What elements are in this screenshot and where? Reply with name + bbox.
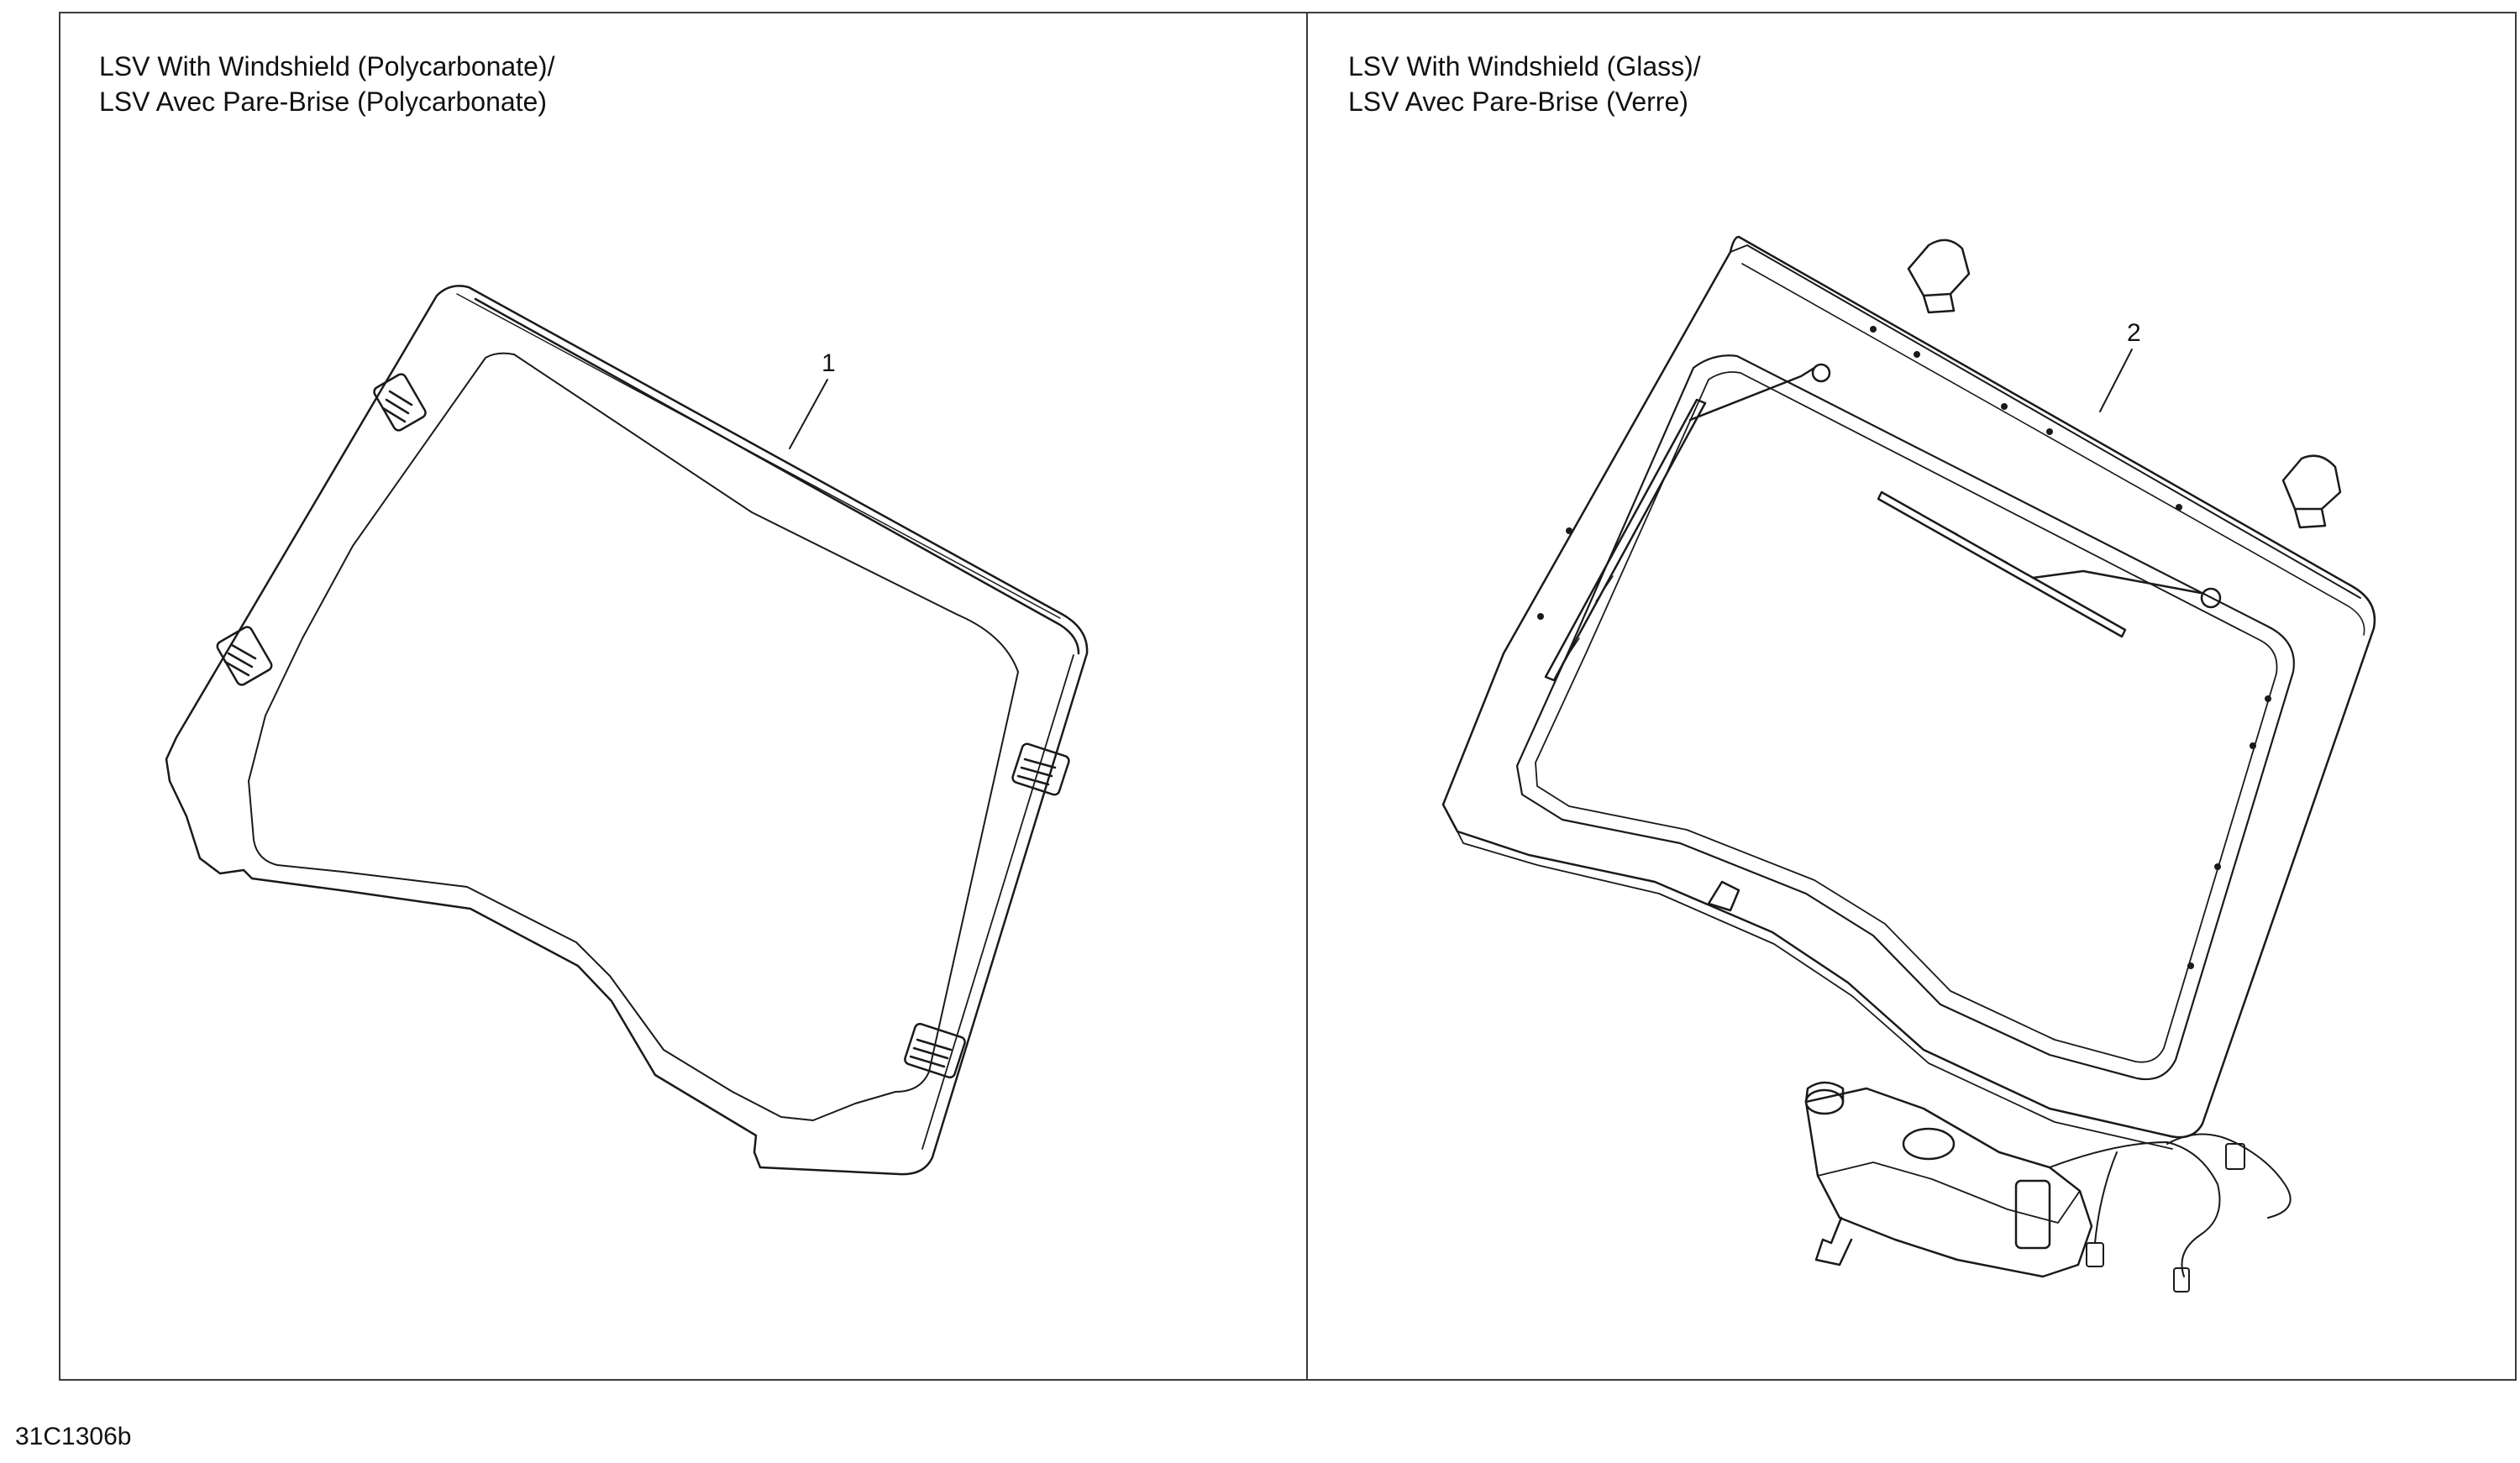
mounting-clip-1: [373, 373, 427, 432]
reservoir-filler-neck: [1902, 1127, 1956, 1161]
wiring-harness: [2049, 1133, 2292, 1293]
frame-fasteners: [1537, 326, 2271, 969]
callout-2-leader: [2099, 349, 2133, 412]
mounting-clip-4: [904, 1022, 966, 1079]
frame-lower-tab: [1707, 880, 1740, 912]
mounting-clip-3: [1011, 742, 1070, 796]
reservoir-pump: [2014, 1179, 2051, 1250]
callout-1-label: 1: [822, 349, 836, 377]
wiper-right-arm: [2031, 569, 2202, 595]
wiper-left-pivot: [1811, 363, 1831, 383]
wiper-right-pivot: [2200, 587, 2222, 609]
harness-connector-2: [2173, 1267, 2190, 1293]
windshield-right-edge-thickness: [921, 654, 1074, 1150]
right-title-line1: LSV With Windshield (Glass)/: [1348, 51, 1701, 81]
wiper-left: [1544, 363, 1831, 682]
left-title-line2: LSV Avec Pare-Brise (Polycarbonate): [99, 87, 547, 117]
mounting-clip-2: [216, 626, 273, 686]
roof-mount-clamp-left: [1907, 239, 1971, 314]
windshield-top-rim-inner: [456, 293, 1061, 619]
roof-mount-clamp-right: [2281, 454, 2342, 529]
wiper-right-blade: [1877, 490, 2127, 638]
glass-frame-lower-lip: [1457, 831, 2173, 1150]
harness-connector-1: [2225, 1143, 2245, 1170]
glass-frame-top-rim: [1730, 244, 2361, 599]
wiper-left-arm: [1688, 366, 1816, 422]
callout-1-leader: [789, 379, 828, 449]
windshield-outer-edge: [165, 285, 1089, 1176]
glass-inner-opening-outer: [1515, 354, 2295, 1081]
right-panel-title: LSV With Windshield (Glass)/ LSV Avec Pa…: [1348, 49, 1701, 119]
glass-windshield-assembly: [1441, 235, 2376, 1293]
reservoir-top-face: [1817, 1161, 2081, 1224]
left-title-line1: LSV With Windshield (Polycarbonate)/: [99, 51, 555, 81]
reservoir-bracket: [1814, 1216, 1853, 1266]
washer-reservoir: [1804, 1081, 2093, 1278]
windshield-inner-outline: [248, 352, 1019, 1121]
polycarbonate-windshield: [165, 285, 1089, 1176]
figure-code: 31C1306b: [15, 1423, 132, 1450]
reservoir-body: [1804, 1087, 2093, 1278]
glass-frame-outer: [1441, 235, 2376, 1139]
reservoir-cap: [1804, 1088, 1845, 1115]
glass-frame-top-rim-2: [1741, 263, 2365, 636]
left-panel-title: LSV With Windshield (Polycarbonate)/ LSV…: [99, 49, 554, 119]
windshield-top-rim: [474, 297, 1080, 655]
glass-inner-opening-inner: [1535, 371, 2278, 1063]
harness-connector-3: [2086, 1242, 2104, 1267]
panel-divider: [1306, 12, 1308, 1381]
right-title-line2: LSV Avec Pare-Brise (Verre): [1348, 87, 1688, 117]
wiper-right: [1877, 490, 2222, 638]
callout-2-label: 2: [2127, 319, 2141, 347]
diagram-frame: [59, 12, 2517, 1381]
